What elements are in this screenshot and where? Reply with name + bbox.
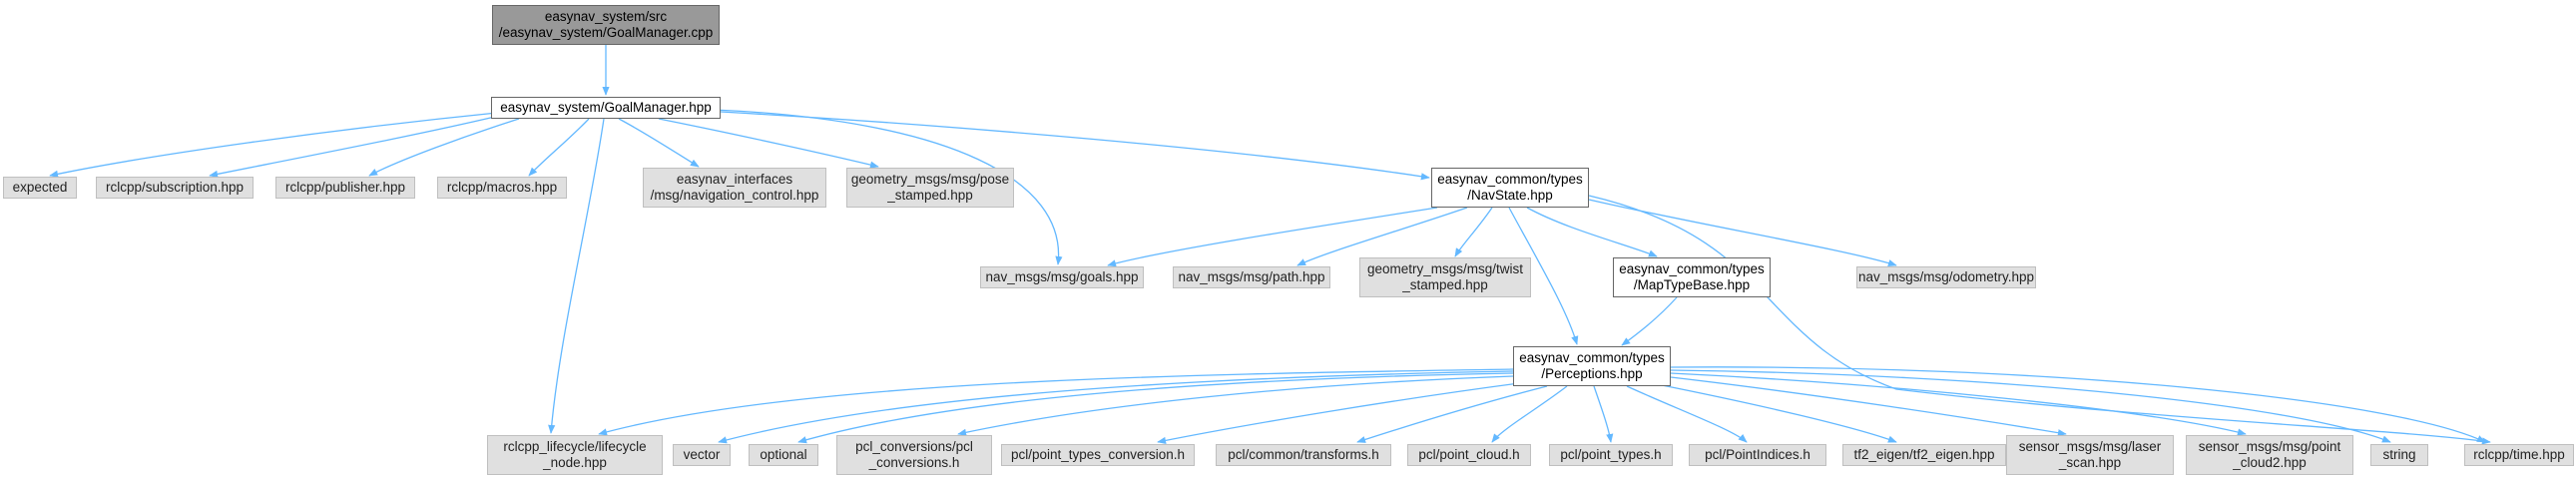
node-navstate[interactable]: easynav_common/types /NavState.hpp bbox=[1431, 168, 1589, 208]
node-point-cloud2[interactable]: sensor_msgs/msg/point _cloud2.hpp bbox=[2186, 435, 2353, 475]
edge-goalmanager-to-pose-stamped bbox=[658, 118, 879, 169]
edge-goalmanager-to-navstate bbox=[720, 111, 1430, 181]
node-rclcpp-subscription[interactable]: rclcpp/subscription.hpp bbox=[96, 177, 254, 199]
edge-perceptions-to-rclcpp-time bbox=[1670, 366, 2486, 443]
node-perceptions[interactable]: easynav_common/types /Perceptions.hpp bbox=[1513, 346, 1671, 386]
edge-navstate-to-rclcpp-time bbox=[1588, 195, 2491, 445]
edge-perceptions-to-point-types bbox=[1593, 385, 1614, 443]
edge-perceptions-to-laser-scan bbox=[1670, 376, 2067, 437]
edge-maptypebase-to-perceptions bbox=[1621, 296, 1678, 346]
node-lifecycle-node[interactable]: rclcpp_lifecycle/lifecycle _node.hpp bbox=[487, 435, 663, 475]
node-pose-stamped[interactable]: geometry_msgs/msg/pose _stamped.hpp bbox=[846, 168, 1014, 208]
node-path[interactable]: nav_msgs/msg/path.hpp bbox=[1173, 266, 1330, 288]
edge-perceptions-to-point-cloud2 bbox=[1670, 372, 2247, 436]
edge-goalmanager-to-macros bbox=[528, 118, 590, 177]
node-navigation-control[interactable]: easynav_interfaces /msg/navigation_contr… bbox=[643, 168, 826, 208]
node-goalmanager-cpp[interactable]: easynav_system/src /easynav_system/GoalM… bbox=[492, 5, 720, 45]
edge-goalmanager-to-navigation-control bbox=[618, 118, 700, 168]
edge-perceptions-to-transforms bbox=[1356, 385, 1548, 443]
edge-goalmanager-to-subscription bbox=[209, 115, 500, 178]
node-optional[interactable]: optional bbox=[749, 444, 818, 466]
edge-perceptions-to-string bbox=[1670, 369, 2391, 443]
node-goalmanager-hpp[interactable]: easynav_system/GoalManager.hpp bbox=[491, 97, 721, 119]
node-transforms[interactable]: pcl/common/transforms.h bbox=[1216, 444, 1391, 466]
edge-goalmanager-to-publisher bbox=[368, 118, 520, 177]
node-expected[interactable]: expected bbox=[3, 177, 77, 199]
node-point-cloud[interactable]: pcl/point_cloud.h bbox=[1407, 444, 1531, 466]
node-string[interactable]: string bbox=[2370, 444, 2428, 466]
edge-perceptions-to-point-cloud bbox=[1491, 385, 1568, 443]
edge-perceptions-to-point-indices bbox=[1626, 385, 1748, 443]
edge-perceptions-to-optional bbox=[797, 372, 1514, 444]
edge-navstate-to-odometry bbox=[1588, 199, 1897, 266]
edge-navstate-to-maptypebase bbox=[1526, 207, 1658, 257]
edge-navstate-to-twist-stamped bbox=[1454, 207, 1493, 257]
node-rclcpp-publisher[interactable]: rclcpp/publisher.hpp bbox=[275, 177, 415, 199]
node-point-indices[interactable]: pcl/PointIndices.h bbox=[1689, 444, 1826, 466]
edge-navstate-to-goals bbox=[1107, 207, 1438, 267]
node-laser-scan[interactable]: sensor_msgs/msg/laser _scan.hpp bbox=[2006, 435, 2174, 475]
edge-perceptions-to-pcl-conversions bbox=[957, 375, 1514, 436]
node-rclcpp-time[interactable]: rclcpp/time.hpp bbox=[2464, 444, 2574, 466]
node-odometry[interactable]: nav_msgs/msg/odometry.hpp bbox=[1856, 266, 2036, 288]
node-point-types-conversion[interactable]: pcl/point_types_conversion.h bbox=[1001, 444, 1195, 466]
edge-perceptions-to-lifecycle-node bbox=[598, 368, 1514, 436]
edge-goalmanager-to-lifecycle-node bbox=[548, 118, 605, 434]
node-point-types[interactable]: pcl/point_types.h bbox=[1549, 444, 1673, 466]
edge-perceptions-to-vector bbox=[718, 370, 1514, 444]
edge-goalmanager-to-expected bbox=[49, 112, 498, 178]
edge-navstate-to-path bbox=[1296, 207, 1468, 266]
node-tf2-eigen[interactable]: tf2_eigen/tf2_eigen.hpp bbox=[1842, 444, 2006, 466]
node-twist-stamped[interactable]: geometry_msgs/msg/twist _stamped.hpp bbox=[1359, 257, 1531, 297]
node-vector[interactable]: vector bbox=[673, 444, 731, 466]
node-pcl-conversions[interactable]: pcl_conversions/pcl _conversions.h bbox=[836, 435, 992, 475]
edge-navstate-to-perceptions bbox=[1508, 207, 1579, 345]
node-goals[interactable]: nav_msgs/msg/goals.hpp bbox=[980, 266, 1144, 288]
node-rclcpp-macros[interactable]: rclcpp/macros.hpp bbox=[437, 177, 567, 199]
edge-perceptions-to-tf2-eigen bbox=[1656, 383, 1897, 443]
edge-perceptions-to-point-types-conversion bbox=[1157, 381, 1528, 444]
node-maptypebase[interactable]: easynav_common/types /MapTypeBase.hpp bbox=[1613, 257, 1771, 297]
